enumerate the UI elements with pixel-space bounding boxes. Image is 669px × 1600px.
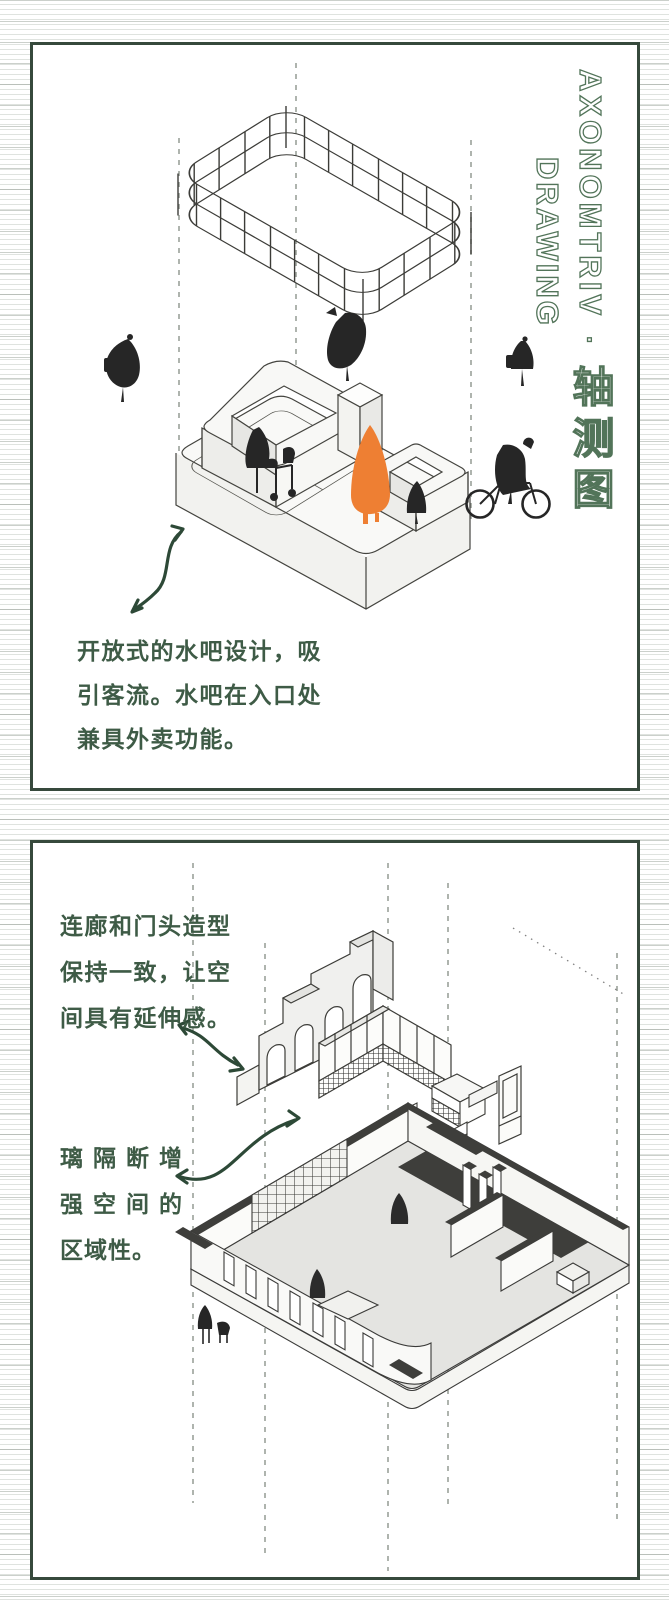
note-corridor: 连廊和门头造型 保持一致，让空 间具有延伸感。: [60, 903, 232, 1041]
vertical-title-cjk: 轴测图: [566, 364, 614, 519]
caption-bar-design: 开放式的水吧设计，吸 引客流。水吧在入口处 兼具外卖功能。: [77, 629, 322, 761]
partition-cap-dark: [426, 1123, 483, 1155]
note-line: 间具有延伸感。: [60, 1005, 232, 1031]
note-partition: 璃隔断增 强空间的 区域性。: [60, 1135, 192, 1273]
caption-line: 兼具外卖功能。: [77, 726, 249, 752]
caption-line: 开放式的水吧设计，吸: [77, 638, 322, 664]
pedestrian-right-silhouette: [506, 336, 534, 386]
plinth-band: [190, 1264, 630, 1410]
caption-line: 引客流。水吧在入口处: [77, 682, 322, 708]
corner-cap-dark: [175, 1227, 213, 1249]
pedestrian-silhouettes: [104, 307, 551, 524]
orange-figure: [351, 425, 390, 524]
annotation-arrow-bar: [130, 524, 185, 614]
arch-opening: [266, 1044, 286, 1086]
vertical-title-latin: AXONOMTRIV: [572, 68, 608, 320]
interior-partitions: [445, 1161, 554, 1292]
table: [316, 1290, 380, 1320]
door-panel: [498, 1065, 522, 1145]
wall-northeast-cap: [402, 1103, 629, 1230]
note-line: 保持一致，让空: [60, 959, 232, 985]
panel-exploded-axonometric: 连廊和门头造型 保持一致，让空 间具有延伸感。 璃隔断增 强空间的 区域性。: [30, 840, 640, 1580]
ceiling-grid-wireframe: [177, 106, 472, 321]
pedestrian-left-silhouette: [104, 334, 140, 402]
pedestrian-top-silhouette: [326, 307, 367, 381]
shelf-grid-wall: [251, 1138, 348, 1234]
note-line: 璃隔断增: [60, 1145, 192, 1171]
bar-counter-volume: [175, 360, 471, 610]
panel-axonometric-bar: 开放式的水吧设计，吸 引客流。水吧在入口处 兼具外卖功能。 AXONOMTRIV…: [30, 42, 640, 791]
vertical-title-separator: ·: [574, 335, 605, 349]
axonometric-bar-drawing: [104, 63, 551, 614]
door-slots: [223, 1251, 374, 1368]
dotted-diagonal-guide: [512, 927, 626, 996]
figure-with-pet-silhouette: [197, 1305, 230, 1344]
arch-opening: [294, 1024, 314, 1072]
plinth-side: [176, 453, 470, 609]
pedestrian-small-silhouette: [406, 481, 427, 524]
plan-figures: [309, 1193, 409, 1298]
note-line: 区域性。: [60, 1237, 156, 1263]
annotation-arrow-partition: [175, 1109, 301, 1185]
stroller-silhouette: [245, 427, 296, 501]
dark-box-front: [389, 1359, 423, 1379]
note-line: 连廊和门头造型: [60, 913, 232, 939]
grid-posts: [177, 106, 472, 321]
arched-portal-wall: [236, 929, 394, 1107]
vertical-title-main: AXONOMTRIV · 轴测图: [560, 68, 621, 519]
right-counter-ring: [363, 443, 469, 533]
annotation-arrow-corridor: [177, 1019, 245, 1073]
floor-plan-volume: [175, 1102, 631, 1410]
note-line: 强空间的: [60, 1191, 192, 1217]
vertical-title-sub: DRAWING: [529, 156, 565, 328]
cyclist-silhouette: [465, 437, 551, 519]
appliance-box: [555, 1262, 591, 1294]
plinth-edges: [175, 453, 471, 610]
dashed-guide-line: [178, 63, 472, 523]
exploded-axonometric-drawing: [175, 863, 631, 1571]
